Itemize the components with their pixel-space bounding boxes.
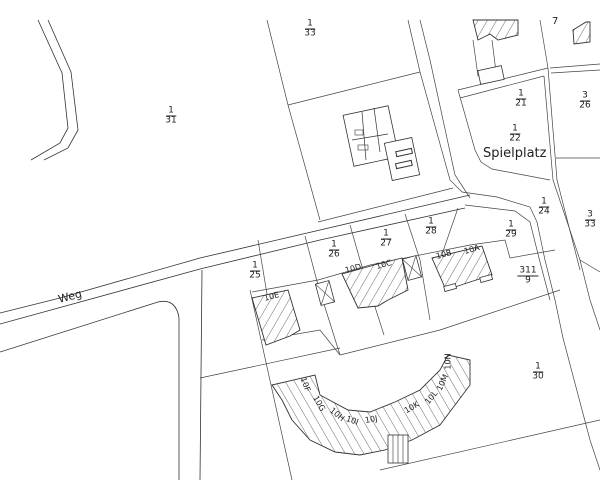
parcel-numerator: 3 (585, 209, 595, 221)
parcel-boundaries (199, 19, 600, 480)
parcel-numerator: 1 (516, 88, 526, 100)
parcel-denominator: 29 (505, 229, 517, 240)
parcel-number-1-33[interactable]: 1 33 (303, 18, 316, 39)
parcel-denominator: 30 (532, 371, 544, 382)
parcel-numerator: 1 (381, 228, 391, 240)
parcel-number-3-33[interactable]: 3 33 (583, 209, 596, 230)
parcel-number-1-24[interactable]: 1 24 (537, 196, 550, 217)
parcel-numerator: 1 (329, 239, 339, 251)
parcel-numerator: 1 (510, 123, 520, 135)
street-weg (0, 194, 471, 480)
parcel-number-3-26[interactable]: 3 26 (578, 90, 591, 111)
parcel-numerator: 1 (305, 18, 315, 30)
parcel-number-1-22[interactable]: 1 22 (508, 123, 521, 144)
parcel-denominator: 26 (328, 249, 340, 260)
parcel-denominator: 27 (380, 238, 392, 249)
parcel-denominator: 28 (425, 226, 437, 237)
parcel-denominator: 9 (525, 275, 531, 286)
parcel-number-1-25[interactable]: 1 25 (248, 260, 261, 281)
parcel-denominator: 24 (538, 206, 550, 217)
parcel-numerator: 1 (506, 219, 516, 231)
parcel-numerator: 1 (250, 260, 260, 272)
buildings-north (472, 19, 591, 85)
parcel-numerator: 3 (580, 90, 590, 102)
parcel-numerator: 1 (166, 105, 176, 117)
parcel-number-1-29[interactable]: 1 29 (504, 219, 517, 240)
parcel-number-1-27[interactable]: 1 27 (379, 228, 392, 249)
parcel-number-1-28[interactable]: 1 28 (424, 216, 437, 237)
footpath-northwest (30, 19, 79, 161)
curved-row-houses (271, 354, 471, 464)
parcel-number-1-21[interactable]: 1 21 (514, 88, 527, 109)
parcel-numerator: 1 (426, 216, 436, 228)
house-number-10N[interactable]: 10N (443, 353, 453, 370)
parcel-denominator: 25 (249, 270, 261, 281)
parcel-denominator: 31 (165, 115, 177, 126)
parcel-numerator: 1 (533, 361, 543, 373)
row-houses (251, 245, 494, 346)
parcel-numerator: 1 (539, 196, 549, 208)
parcel-denominator: 33 (584, 219, 596, 230)
playground-label: Spielplatz (483, 146, 547, 161)
parcel-number-1-26[interactable]: 1 26 (327, 239, 340, 260)
house-floorplan (342, 105, 421, 181)
parcel-label-7: 7 (552, 16, 559, 27)
parcel-denominator: 26 (579, 100, 591, 111)
parcel-number-1-31[interactable]: 1 31 (164, 105, 177, 126)
parcel-numerator: 311 (517, 265, 539, 277)
parcel-denominator: 21 (515, 98, 527, 109)
parcel-denominator: 22 (509, 133, 521, 144)
parcel-number-311-9[interactable]: 311 9 (517, 265, 539, 286)
parcel-denominator: 33 (304, 28, 316, 39)
parcel-number-1-30[interactable]: 1 30 (531, 361, 544, 382)
